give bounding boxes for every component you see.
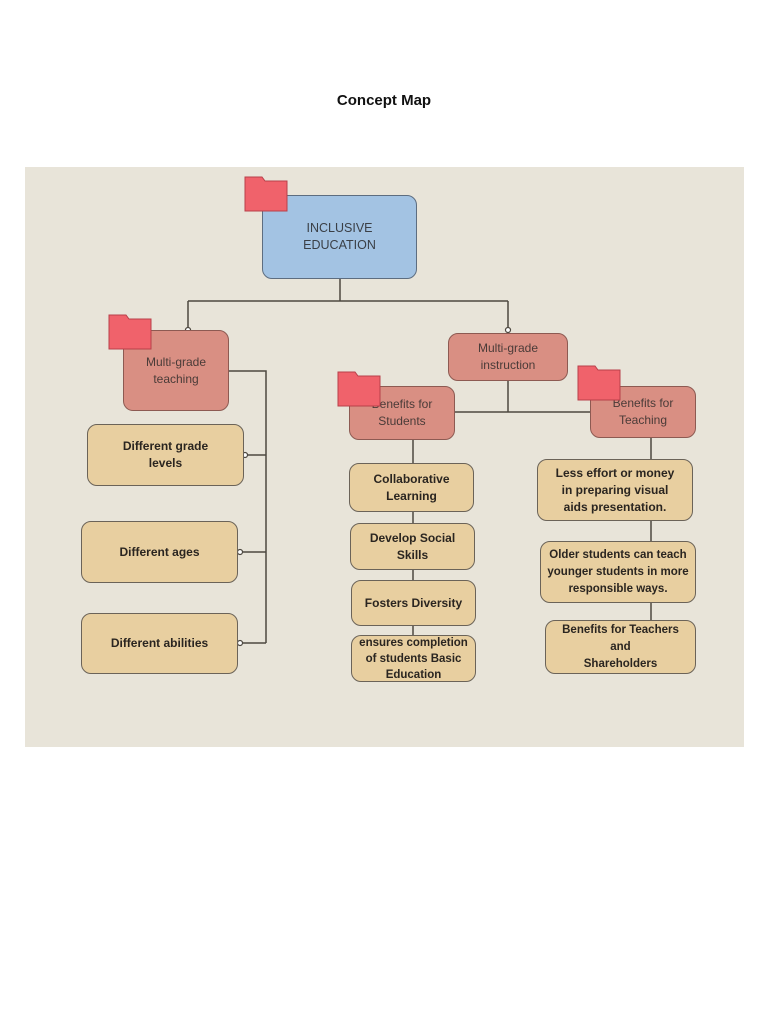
leaf-different-grade-levels: Different grade levels [87, 424, 244, 486]
leaf-ensures-completion: ensures completion of students Basic Edu… [351, 635, 476, 682]
category-label: Benefits for Students [371, 397, 433, 428]
folder-flag-icon [337, 371, 381, 407]
leaf-label: Older students can teach younger student… [547, 548, 689, 595]
root-node: INCLUSIVE EDUCATION [262, 195, 417, 279]
leaf-collaborative-learning: Collaborative Learning [349, 463, 474, 512]
leaf-label: Collaborative Learning [373, 471, 450, 503]
leaf-label: Benefits for Teachers and Shareholders [562, 623, 679, 670]
leaf-label: Develop Social Skills [369, 530, 456, 562]
leaf-label: Less effort or money in preparing visual… [555, 465, 675, 514]
folder-flag-icon [108, 314, 152, 350]
category-label: Multi-grade instruction [477, 341, 539, 372]
leaf-label: Fosters Diversity [364, 595, 463, 610]
leaf-benefits-teachers-shareholders: Benefits for Teachers and Shareholders [545, 620, 696, 674]
root-label: INCLUSIVE EDUCATION [303, 221, 376, 252]
leaf-label: Different abilities [110, 636, 209, 650]
leaf-older-students-teach: Older students can teach younger student… [540, 541, 696, 603]
category-label: Benefits for Teaching [612, 396, 674, 427]
leaf-fosters-diversity: Fosters Diversity [351, 580, 476, 626]
leaf-different-abilities: Different abilities [81, 613, 238, 674]
leaf-less-effort: Less effort or money in preparing visual… [537, 459, 693, 521]
leaf-different-ages: Different ages [81, 521, 238, 583]
leaf-label: Different ages [119, 544, 200, 559]
page-title: Concept Map [336, 92, 432, 109]
leaf-label: ensures completion of students Basic Edu… [359, 636, 468, 681]
category-multi-grade-instruction: Multi-grade instruction [448, 333, 568, 381]
leaf-label: Different grade levels [122, 439, 209, 470]
folder-flag-icon [244, 176, 288, 212]
folder-flag-icon [577, 365, 621, 401]
leaf-develop-social-skills: Develop Social Skills [350, 523, 475, 570]
category-label: Multi-grade teaching [145, 354, 207, 386]
